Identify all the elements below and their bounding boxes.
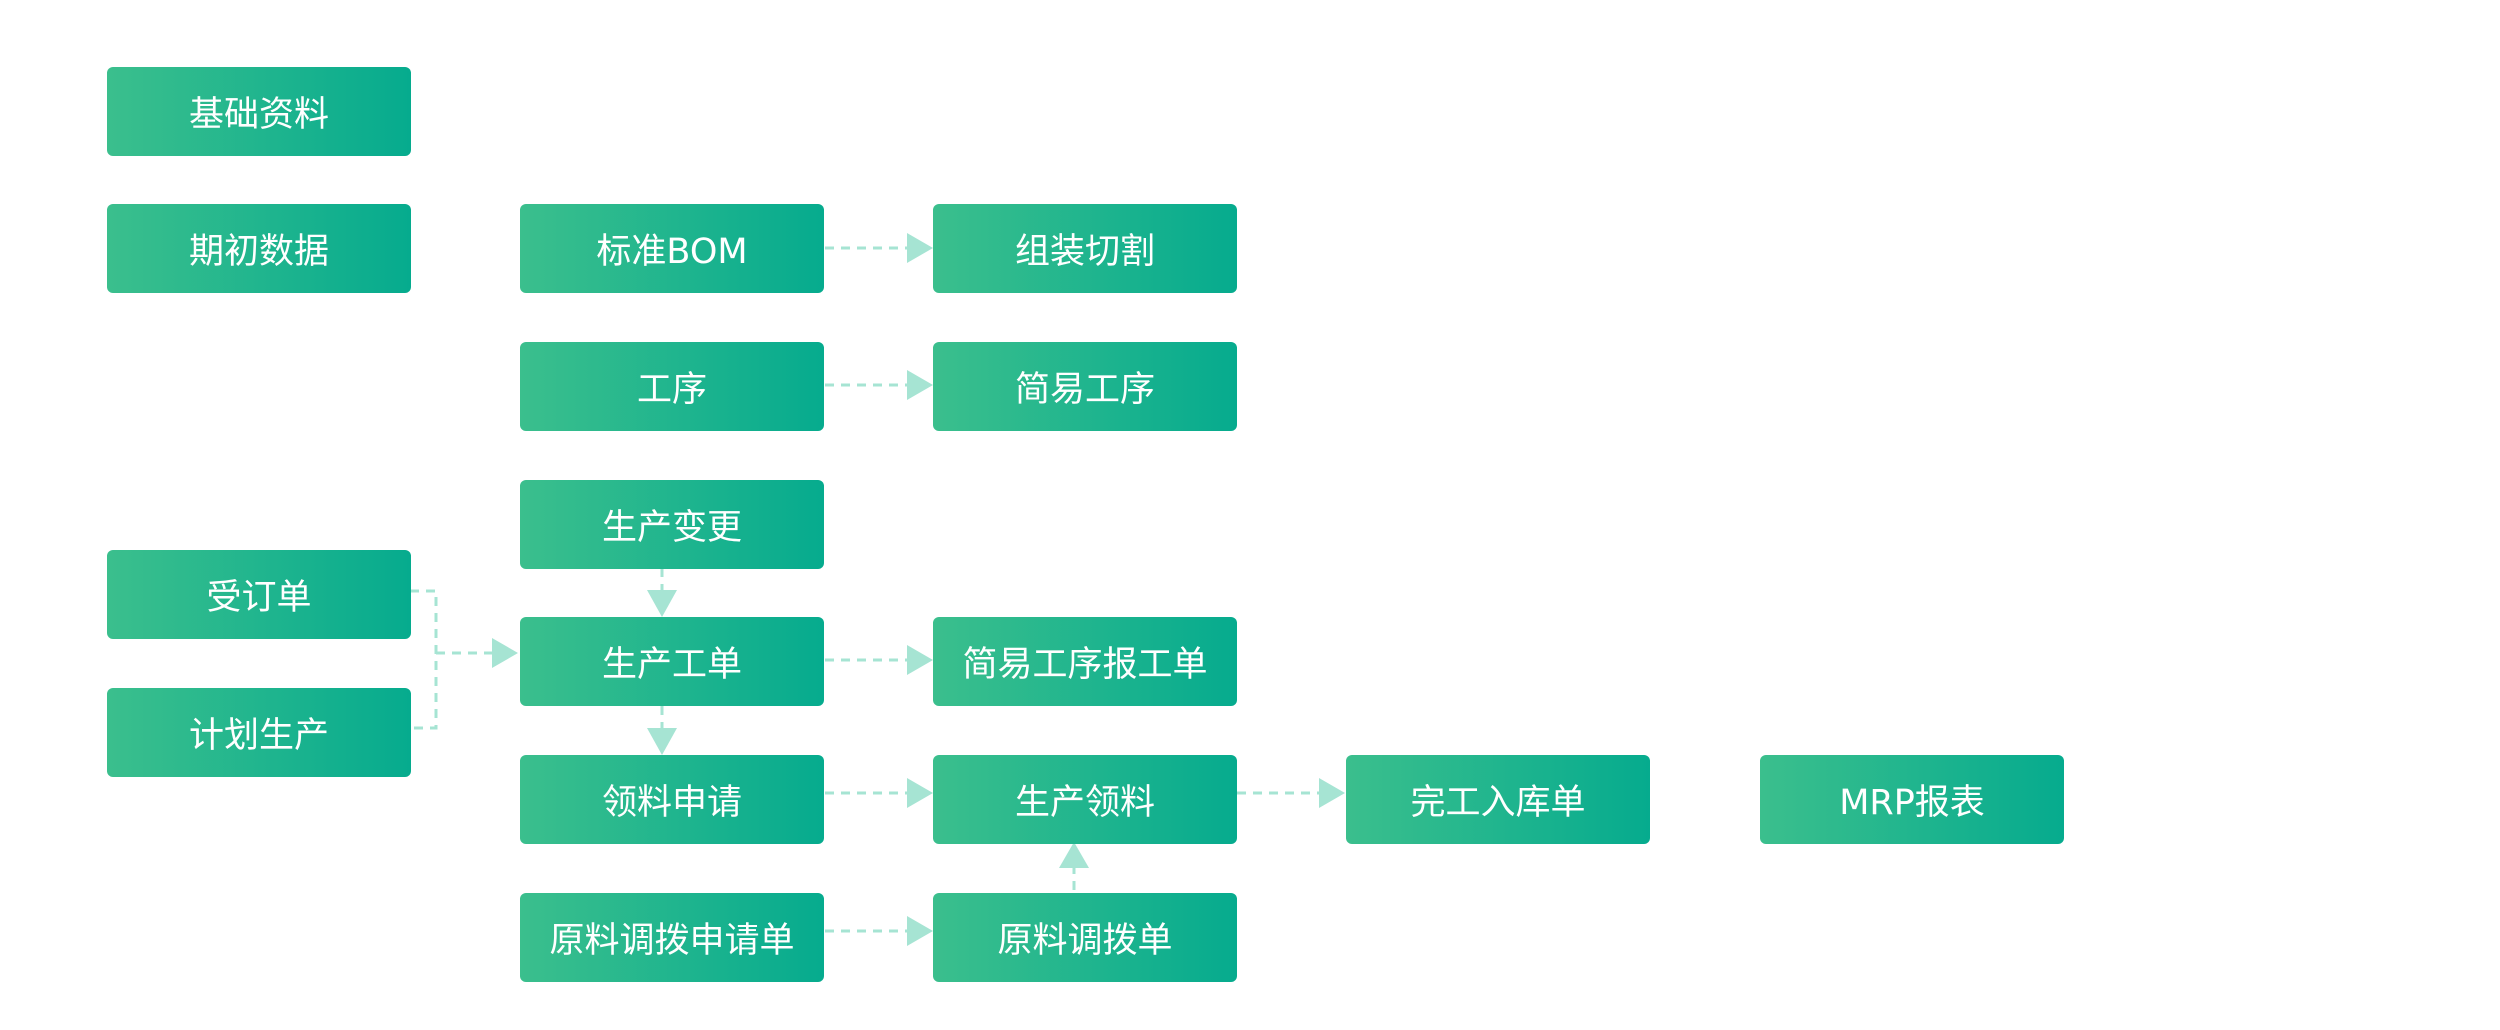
arrowhead-work-order-to-requisition — [647, 728, 677, 755]
node-material-requisition[interactable]: 领料申请 — [520, 755, 824, 844]
node-production-plan-label: 计划生产 — [188, 716, 329, 756]
node-process-label: 工序 — [636, 370, 707, 410]
node-basic-data-label: 基础资料 — [188, 95, 329, 135]
node-production-change[interactable]: 生产变更 — [520, 480, 824, 569]
node-production-picking-label: 生产领料 — [1014, 783, 1155, 823]
node-sales-order[interactable]: 受订单 — [107, 550, 411, 639]
bracket-orders-to-work-order — [410, 589, 438, 730]
node-simple-process-report[interactable]: 简易工序报工单 — [933, 617, 1237, 706]
node-sales-order-label: 受订单 — [206, 578, 312, 618]
node-simple-process-report-label: 简易工序报工单 — [962, 645, 1208, 685]
node-simple-process-label: 简易工序 — [1014, 370, 1155, 410]
node-standard-bom-label: 标准BOM — [596, 232, 748, 272]
node-simple-process[interactable]: 简易工序 — [933, 342, 1237, 431]
node-material-requisition-label: 领料申请 — [601, 783, 742, 823]
node-assembly-cutting[interactable]: 组装切割 — [933, 204, 1237, 293]
arrowhead-process-to-simple-process — [907, 370, 933, 400]
arrowhead-picking-to-completion — [1319, 778, 1345, 808]
node-raw-transfer-label: 原料调拨单 — [997, 921, 1173, 961]
node-production-change-label: 生产变更 — [601, 508, 742, 548]
node-basic-data[interactable]: 基础资料 — [107, 67, 411, 156]
node-initial-data[interactable]: 期初数据 — [107, 204, 411, 293]
node-raw-transfer-request-label: 原料调拨申请单 — [549, 921, 795, 961]
arrowhead-transfer-to-picking — [1059, 842, 1089, 868]
node-completion-receipt-label: 完工入库单 — [1410, 783, 1586, 823]
arrowhead-bom-to-assembly — [907, 233, 933, 263]
node-initial-data-label: 期初数据 — [188, 232, 329, 272]
arrowhead-work-order-to-report — [907, 645, 933, 675]
arrowhead-bracket-to-work-order — [492, 638, 518, 668]
node-process[interactable]: 工序 — [520, 342, 824, 431]
node-production-plan[interactable]: 计划生产 — [107, 688, 411, 777]
node-completion-receipt[interactable]: 完工入库单 — [1346, 755, 1650, 844]
arrowhead-change-to-work-order — [647, 590, 677, 617]
node-raw-transfer[interactable]: 原料调拨单 — [933, 893, 1237, 982]
node-standard-bom[interactable]: 标准BOM — [520, 204, 824, 293]
node-assembly-cutting-label: 组装切割 — [1014, 232, 1155, 272]
node-work-order[interactable]: 生产工单 — [520, 617, 824, 706]
node-mrp-report-label: MRP报表 — [1839, 783, 1985, 823]
arrowhead-requisition-to-picking — [907, 778, 933, 808]
node-production-picking[interactable]: 生产领料 — [933, 755, 1237, 844]
node-work-order-label: 生产工单 — [601, 645, 742, 685]
arrowhead-transfer-request-to-transfer — [907, 916, 933, 946]
node-mrp-report[interactable]: MRP报表 — [1760, 755, 2064, 844]
node-raw-transfer-request[interactable]: 原料调拨申请单 — [520, 893, 824, 982]
